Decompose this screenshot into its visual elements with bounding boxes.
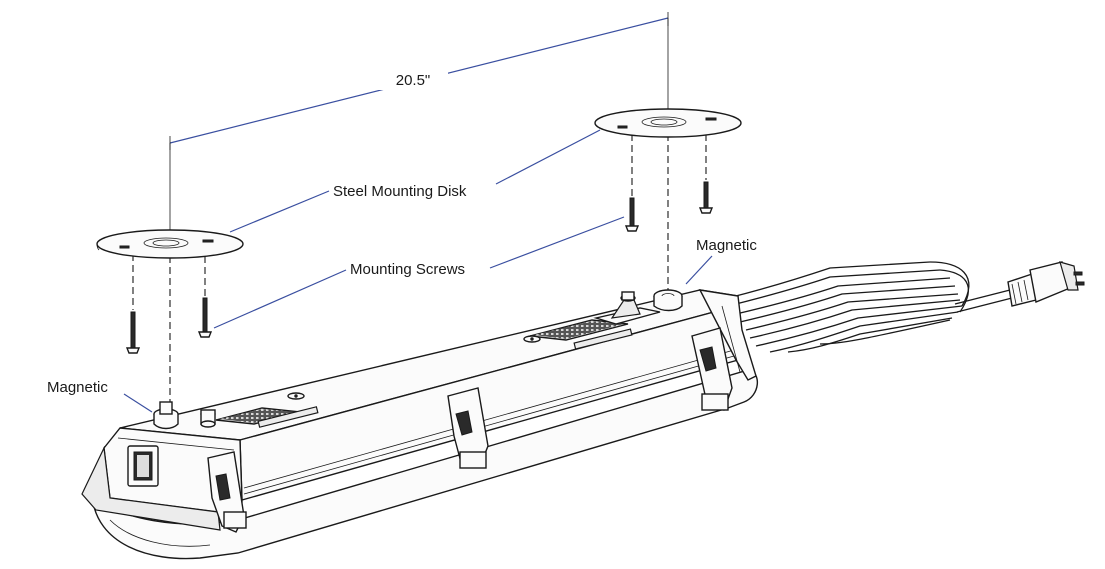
screw-right-1 (624, 197, 640, 232)
grille-right (529, 319, 629, 341)
dimension-label-box: 20.5" (378, 68, 448, 90)
latch-center (447, 387, 489, 469)
cord-grip-right (593, 291, 661, 325)
magnetic-label-left: Magnetic (47, 379, 108, 396)
vent-holes (257, 328, 633, 428)
screw-left-2 (197, 297, 213, 338)
magnetic-label-right: Magnetic (696, 237, 757, 254)
screw-left-1 (125, 311, 141, 354)
screw-right-2 (698, 181, 714, 214)
magnet-left (153, 401, 179, 430)
wire-harness (727, 261, 1013, 353)
cord-grip-left (200, 409, 216, 428)
leader-lines (123, 129, 713, 413)
left-steel-mounting-disk (96, 229, 244, 259)
magnet-right (653, 289, 683, 312)
center-lines (132, 18, 707, 408)
mounting-screws-label: Mounting Screws (350, 261, 465, 278)
dimension-label: 20.5" (396, 72, 431, 89)
latch-left (207, 451, 247, 533)
latch-right (691, 327, 733, 411)
fixture-housing (81, 289, 758, 560)
power-switch (127, 445, 159, 487)
steel-mounting-disk-label: Steel Mounting Disk (333, 183, 467, 200)
right-steel-mounting-disk (594, 108, 742, 138)
power-plug (1007, 261, 1085, 307)
